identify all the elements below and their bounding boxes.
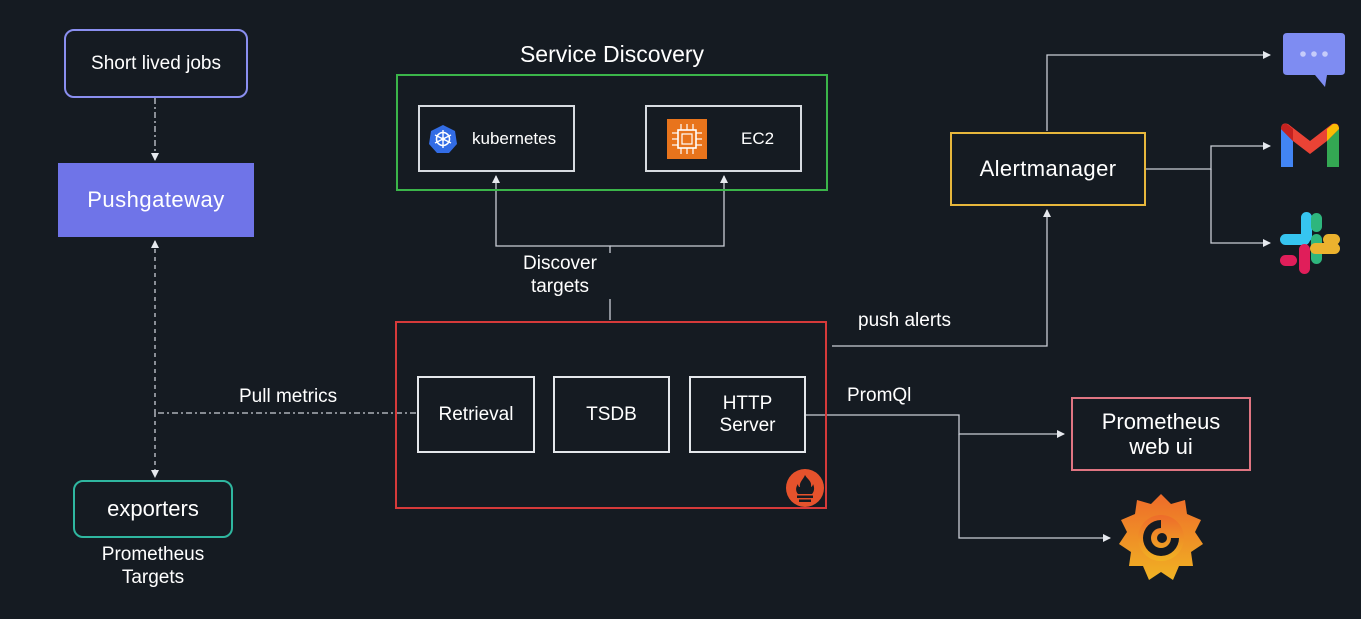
- kubernetes-node: kubernetes: [418, 105, 575, 172]
- prometheus-server-group: [395, 321, 827, 509]
- alertmanager-label: Alertmanager: [979, 156, 1117, 181]
- pull-metrics-label: Pull metrics: [239, 386, 338, 407]
- alert-to-slack-line: [1210, 169, 1271, 247]
- grafana-icon: [1117, 490, 1205, 586]
- promql-grafana-line: [958, 434, 1111, 542]
- promql-label: PromQl: [847, 385, 912, 406]
- exporters-node: exporters: [73, 480, 233, 538]
- ec2-chip-icon: [667, 118, 707, 159]
- exporters-label: exporters: [107, 496, 199, 521]
- short-lived-jobs-node: Short lived jobs: [64, 29, 248, 98]
- alert-to-gmail-line: [1146, 142, 1271, 170]
- chat-icon: [1281, 31, 1347, 89]
- short-lived-jobs-label: Short lived jobs: [91, 52, 221, 74]
- prometheus-web-ui-node: Prometheus web ui: [1071, 397, 1251, 471]
- kubernetes-label: kubernetes: [472, 128, 557, 148]
- http-server-label: HTTP Server: [719, 392, 776, 436]
- prometheus-targets-label: Prometheus Targets: [101, 544, 205, 588]
- retrieval-node: Retrieval: [417, 376, 535, 453]
- alertmanager-node: Alertmanager: [950, 132, 1146, 206]
- retrieval-label: Retrieval: [438, 403, 514, 425]
- pushgateway-node: Pushgateway: [58, 163, 254, 237]
- pushgateway-label: Pushgateway: [87, 187, 225, 212]
- slack-icon: [1277, 210, 1343, 276]
- push-alerts-label: push alerts: [858, 310, 951, 331]
- prometheus-web-ui-label: Prometheus web ui: [1101, 408, 1221, 459]
- ec2-label: EC2: [741, 128, 775, 148]
- ec2-node: EC2: [645, 105, 802, 172]
- push-alerts-line: [832, 209, 1051, 347]
- promql-line: [806, 414, 1065, 438]
- http-server-node: HTTP Server: [689, 376, 806, 453]
- tsdb-node: TSDB: [553, 376, 670, 453]
- gmail-icon: [1279, 121, 1341, 171]
- kubernetes-icon: [428, 124, 458, 154]
- tsdb-label: TSDB: [586, 403, 637, 425]
- service-discovery-group: [396, 74, 828, 191]
- discover-ec2-line: [610, 175, 728, 247]
- alert-to-chat-line: [1046, 51, 1271, 131]
- discover-targets-label: Discover targets: [503, 253, 617, 299]
- service-discovery-title: Service Discovery: [519, 41, 705, 67]
- prometheus-flame-icon: [785, 468, 825, 508]
